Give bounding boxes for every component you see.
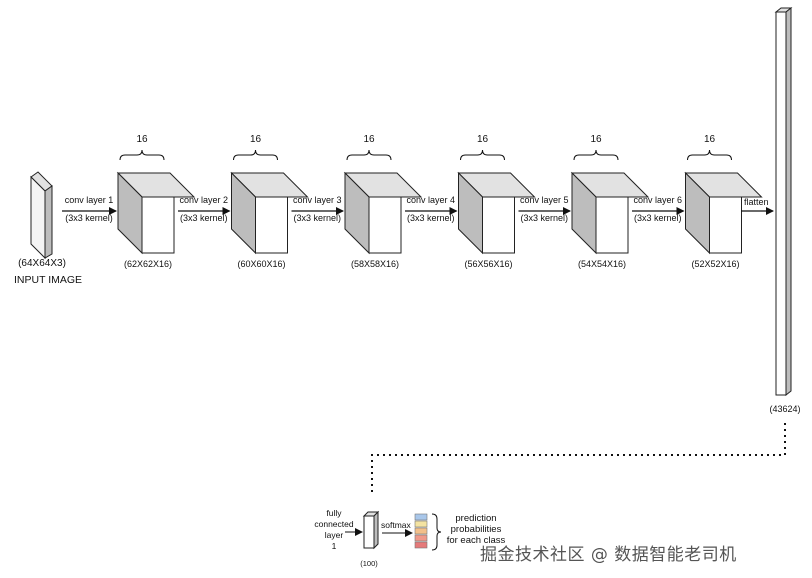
dims-label-3: (58X58X16) [350, 259, 400, 269]
dims-label-4: (56X56X16) [464, 259, 513, 269]
conv-label-1: conv layer 1 [64, 195, 114, 205]
kernel-label-6: (3x3 kernel) [633, 213, 682, 223]
output-label-line-1: prediction [455, 513, 497, 524]
depth-label-5: 16 [590, 134, 602, 145]
prob-cell-5 [414, 541, 428, 549]
output-brace [431, 513, 442, 551]
fc-layer-block [362, 510, 380, 550]
kernel-label-4: (3x3 kernel) [406, 213, 455, 223]
conv-block-4 [457, 171, 536, 255]
conv-block-1 [116, 171, 196, 255]
depth-label-3: 16 [363, 134, 375, 145]
depth-label-2: 16 [249, 134, 262, 145]
fc-label-line-4: 1 [331, 541, 337, 551]
kernel-label-5: (3x3 kernel) [520, 213, 569, 223]
flatten-label: flatten [744, 197, 769, 207]
depth-brace-6 [687, 149, 732, 161]
depth-label-1: 16 [136, 134, 148, 145]
fc-dims: (100) [360, 559, 378, 568]
output-label: prediction probabilities for each class [440, 513, 512, 546]
conv-label-5: conv layer 5 [519, 195, 569, 205]
softmax-label: softmax [381, 520, 411, 530]
depth-brace-2 [233, 149, 278, 161]
conv-label-3: conv layer 3 [292, 195, 342, 205]
conv-block-3 [343, 171, 423, 255]
depth-brace-5 [573, 149, 619, 161]
kernel-label-2: (3x3 kernel) [179, 213, 228, 223]
watermark: 掘金技术社区 @ 数据智能老司机 [480, 545, 737, 565]
kernel-label-1: (3x3 kernel) [65, 213, 113, 223]
kernel-label-3: (3x3 kernel) [293, 213, 342, 223]
depth-brace-1 [119, 149, 165, 161]
fc-label-line-1: fully [326, 508, 342, 518]
conv-block-5 [570, 171, 650, 255]
input-dims: (64X64X3) [18, 258, 66, 269]
prob-cell-2 [414, 520, 428, 528]
output-label-line-2: probabilities [450, 524, 502, 535]
output-label-line-3: for each class [446, 535, 506, 546]
conv-block-6 [684, 171, 763, 255]
probability-stack [414, 513, 428, 549]
prob-cell-3 [414, 527, 428, 535]
fc-label-line-2: connected [314, 519, 354, 529]
conv-block-2 [230, 171, 309, 255]
dims-label-5: (54X54X16) [577, 259, 627, 269]
depth-label-4: 16 [476, 134, 489, 145]
fc-label-line-3: layer [324, 530, 344, 540]
prob-cell-1 [414, 513, 428, 521]
depth-brace-4 [460, 149, 505, 161]
flatten-dims: (43624) [769, 404, 801, 414]
fc-label: fully connected layer 1 [311, 508, 357, 552]
depth-brace-3 [346, 149, 392, 161]
input-title: INPUT IMAGE [14, 274, 83, 286]
conv-label-4: conv layer 4 [406, 195, 456, 205]
depth-label-6: 16 [703, 134, 716, 145]
conv-label-6: conv layer 6 [633, 195, 683, 205]
flatten-vector [774, 6, 793, 397]
input-image-block [30, 171, 53, 260]
dotted-connector [371, 423, 786, 492]
dims-label-2: (60X60X16) [237, 259, 286, 269]
dims-label-1: (62X62X16) [123, 259, 173, 269]
dims-label-6: (52X52X16) [691, 259, 740, 269]
prob-cell-4 [414, 534, 428, 542]
conv-label-2: conv layer 2 [179, 195, 229, 205]
